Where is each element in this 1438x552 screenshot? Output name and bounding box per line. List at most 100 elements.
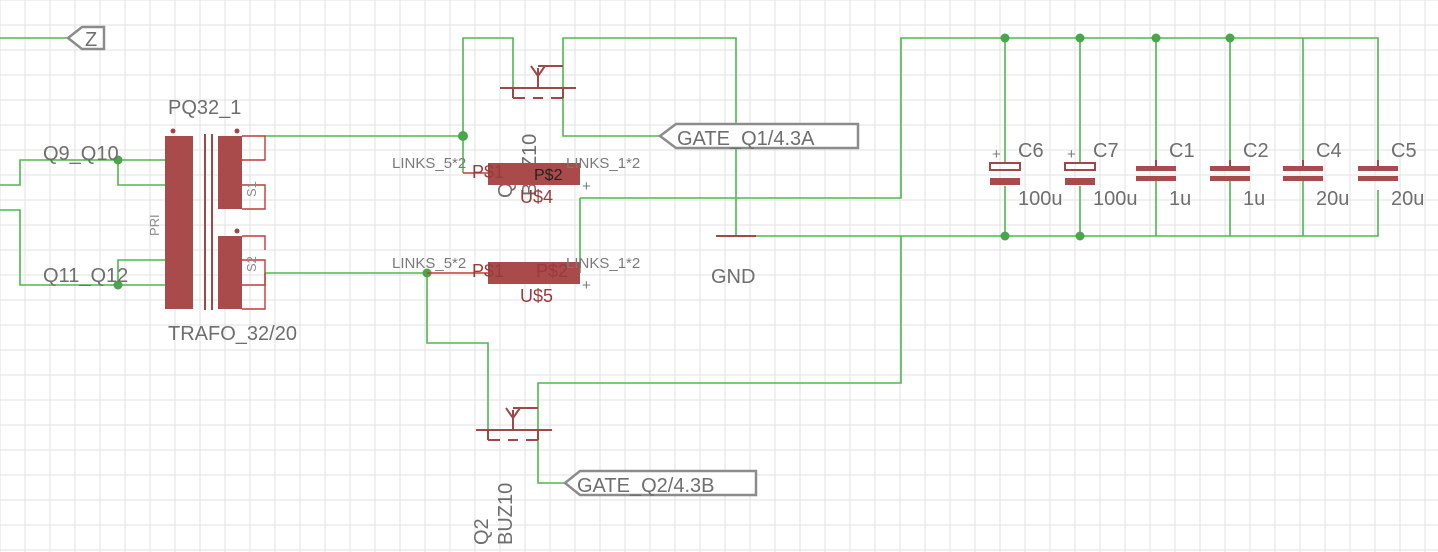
wire-q9-q10-pri[interactable] <box>117 160 165 186</box>
junction-dot <box>1000 231 1010 241</box>
polarity-dot <box>234 128 240 134</box>
c4-value: 20u <box>1316 188 1349 210</box>
gnd-symbol[interactable]: GND <box>711 235 756 288</box>
c7-plate-pos <box>1064 162 1096 171</box>
u4-pad-right: P$2 <box>534 167 563 184</box>
s1-pin-bot <box>242 184 266 210</box>
c4-name: C4 <box>1316 140 1342 162</box>
net-flag-z-shape <box>65 25 106 51</box>
junction-dot <box>1000 33 1010 43</box>
gate-q1-label: GATE_Q1/4.3A <box>677 128 815 150</box>
junctions <box>113 33 1235 290</box>
c6-name: C6 <box>1018 140 1044 162</box>
net-flag-z[interactable]: Z <box>65 25 106 51</box>
gate-q1-flag-shape <box>657 122 860 150</box>
junction-dot <box>1225 33 1235 43</box>
s1-pin-top <box>242 135 266 161</box>
wire-gate-q2[interactable] <box>537 440 565 484</box>
u5-body <box>488 262 580 284</box>
capacitor-c1[interactable]: C1 1u <box>1136 140 1195 210</box>
c4-plate-top <box>1283 166 1323 171</box>
junction-dot <box>113 280 123 290</box>
c6-plate-pos <box>989 162 1021 171</box>
u5-net-left: LINKS_5*2 <box>392 255 466 272</box>
transformer-value: TRAFO_32/20 <box>168 323 297 345</box>
u4-net-right: LINKS_1*2 <box>566 155 640 172</box>
u5-net-right: LINKS_1*2 <box>566 255 640 272</box>
c6-polarity: + <box>992 146 1001 163</box>
junction-dot <box>1075 231 1085 241</box>
s2-pin-mid <box>242 235 266 250</box>
wire-q2-drain[interactable] <box>426 273 489 430</box>
junction-dot <box>1075 33 1085 43</box>
u4-plus: + <box>582 178 591 195</box>
c7-polarity: + <box>1067 146 1076 163</box>
transformer-s2-label: S2 <box>244 256 259 272</box>
c5-value: 20u <box>1391 188 1424 210</box>
u4-body <box>488 163 580 185</box>
transformer-primary-winding <box>165 136 193 309</box>
gate-q2-flag-shape <box>562 469 758 497</box>
mosfet-q2[interactable]: Q2 BUZ10 <box>471 407 552 545</box>
c2-plate-bot <box>1210 176 1250 181</box>
junction-dot <box>1151 33 1161 43</box>
wire-q11-q12[interactable] <box>0 209 165 286</box>
q1-arrow <box>530 65 546 78</box>
junction-dot <box>113 155 123 165</box>
wire-pos-bus[interactable] <box>580 37 1379 199</box>
net-flag-z-label: Z <box>85 29 97 51</box>
junction-dot <box>458 131 468 141</box>
c6-plate-neg <box>990 178 1020 185</box>
u4-name: U$4 <box>520 187 553 207</box>
wire-gate-q1[interactable] <box>562 88 660 137</box>
u5-plus: + <box>582 277 591 294</box>
wire-q9-q10[interactable] <box>0 159 165 186</box>
c4-plate-bot <box>1283 176 1323 181</box>
wire-neg-bus[interactable] <box>736 190 1379 237</box>
u4-pad-left: P$1 <box>472 162 504 182</box>
c1-name: C1 <box>1169 140 1195 162</box>
u4-net-left: LINKS_5*2 <box>392 155 466 172</box>
c1-plate-bot <box>1136 176 1176 181</box>
transformer-s1-winding <box>218 136 242 209</box>
c2-plate-top <box>1210 166 1250 171</box>
q2-value: BUZ10 <box>495 483 517 545</box>
net-label-q11-q12: Q11_Q12 <box>43 265 128 287</box>
s2-pin-top <box>242 259 266 286</box>
c2-value: 1u <box>1243 188 1265 210</box>
wire-q1-drain[interactable] <box>462 37 514 136</box>
transformer-name: PQ32_1 <box>168 97 241 119</box>
wire-q2-source[interactable] <box>537 236 902 430</box>
c7-value: 100u <box>1093 188 1138 210</box>
c5-name: C5 <box>1391 140 1417 162</box>
c1-value: 1u <box>1169 188 1191 210</box>
transformer-s1-label: S1 <box>244 181 259 197</box>
c7-plate-neg <box>1065 178 1095 185</box>
gnd-label: GND <box>711 266 755 288</box>
net-flag-gate-q2[interactable]: GATE_Q2/4.3B <box>562 469 758 497</box>
q2-arrow <box>505 407 521 420</box>
diode-u5[interactable]: LINKS_5*2 LINKS_1*2 P$1 P$2 U$5 + <box>392 255 640 306</box>
wire-q11-q12-pri[interactable] <box>117 259 165 285</box>
u5-name: U$5 <box>520 286 553 306</box>
diode-u4[interactable]: LINKS_5*2 LINKS_1*2 P$1 P$2 U$4 + <box>392 155 640 207</box>
capacitor-c2[interactable]: C2 1u <box>1210 140 1269 210</box>
transformer-pq32-1[interactable]: PQ32_1 TRAFO_32/20 PRI S1 S2 <box>147 97 297 345</box>
polarity-dot <box>234 228 240 234</box>
gate-q2-label: GATE_Q2/4.3B <box>577 475 714 497</box>
u5-pad-right: P$2 <box>536 261 568 281</box>
s2-pin-bot <box>242 273 266 310</box>
q2-name: Q2 <box>471 518 493 545</box>
capacitor-c4[interactable]: C4 20u <box>1283 140 1349 210</box>
c2-name: C2 <box>1243 140 1269 162</box>
c5-plate-bot <box>1358 176 1398 181</box>
capacitor-c6[interactable]: + C6 100u <box>989 140 1063 210</box>
net-flag-gate-q1[interactable]: GATE_Q1/4.3A <box>657 122 860 150</box>
net-label-q9-q10: Q9_Q10 <box>43 143 119 165</box>
c6-value: 100u <box>1018 188 1063 210</box>
polarity-dot <box>170 128 176 134</box>
capacitor-c5[interactable]: C5 20u <box>1358 140 1424 210</box>
